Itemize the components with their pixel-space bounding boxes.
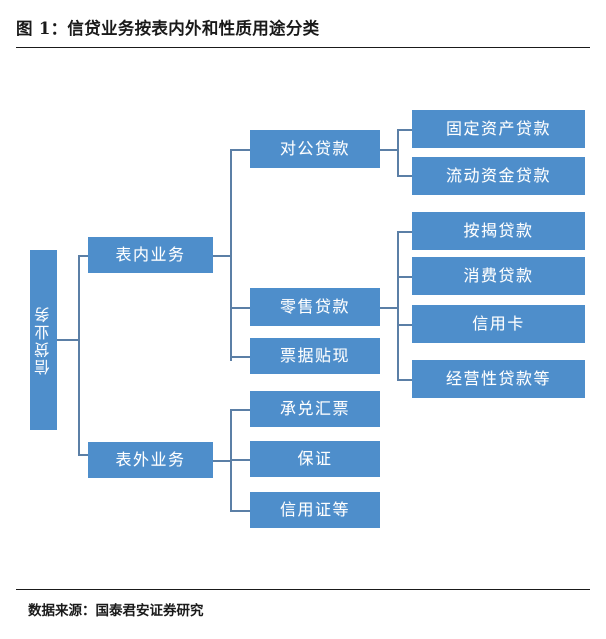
connector-retail-to-consumer [397, 276, 412, 278]
connector-corporate-spine [397, 129, 399, 176]
connector-retail-spine [397, 231, 399, 379]
node-consumer-loans[interactable]: 消费贷款 [412, 257, 585, 295]
node-acceptance-bills[interactable]: 承兑汇票 [250, 391, 380, 427]
connector-onbalance-stub [213, 255, 231, 257]
figure-title: 图 1：信贷业务按表内外和性质用途分类 [16, 19, 320, 38]
connector-onbalance-to-retail [230, 307, 250, 309]
node-off-balance-sheet[interactable]: 表外业务 [88, 442, 213, 478]
connector-onbalance-to-corporate [230, 149, 250, 151]
title-divider [16, 47, 590, 48]
connector-onbalance-to-billdiscount [230, 356, 250, 358]
node-letters-of-credit[interactable]: 信用证等 [250, 492, 380, 528]
credit-business-tree-diagram: 信贷业务 表内业务 表外业务 对公贷款 零售贷款 票据贴现 承兑汇票 保证 信用… [0, 55, 606, 585]
node-corporate-loans[interactable]: 对公贷款 [250, 130, 380, 168]
node-business-loans-etc[interactable]: 经营性贷款等 [412, 360, 585, 398]
connector-offbalance-to-lc [230, 510, 250, 512]
connector-root-to-onbalance [78, 255, 89, 257]
node-fixed-asset-loans[interactable]: 固定资产贷款 [412, 110, 585, 148]
connector-corporate-to-fixedasset [397, 129, 412, 131]
connector-retail-to-business [397, 379, 412, 381]
connector-retail-stub [380, 307, 398, 309]
connector-corporate-stub [380, 149, 398, 151]
connector-retail-to-creditcard [397, 324, 412, 326]
node-guarantee[interactable]: 保证 [250, 441, 380, 477]
connector-root-to-offbalance [78, 454, 89, 456]
connector-offbalance-to-acceptance [230, 409, 250, 411]
node-mortgage-loans[interactable]: 按揭贷款 [412, 212, 585, 250]
node-retail-loans[interactable]: 零售贷款 [250, 288, 380, 326]
node-credit-card[interactable]: 信用卡 [412, 305, 585, 343]
connector-corporate-to-workingcapital [397, 175, 412, 177]
node-bill-discounting[interactable]: 票据贴现 [250, 338, 380, 374]
connector-onbalance-spine [230, 149, 232, 361]
connector-retail-to-mortgage [397, 231, 412, 233]
node-root-credit-business[interactable]: 信贷业务 [30, 250, 57, 430]
node-working-capital-loans[interactable]: 流动资金贷款 [412, 157, 585, 195]
node-on-balance-sheet[interactable]: 表内业务 [88, 237, 213, 273]
connector-offbalance-stub [213, 460, 231, 462]
connector-offbalance-to-guarantee [230, 459, 250, 461]
footer-divider [16, 589, 590, 590]
connector-root-spine [78, 255, 80, 455]
source-note: 数据来源：国泰君安证券研究 [28, 603, 204, 619]
connector-root-stub [57, 339, 79, 341]
